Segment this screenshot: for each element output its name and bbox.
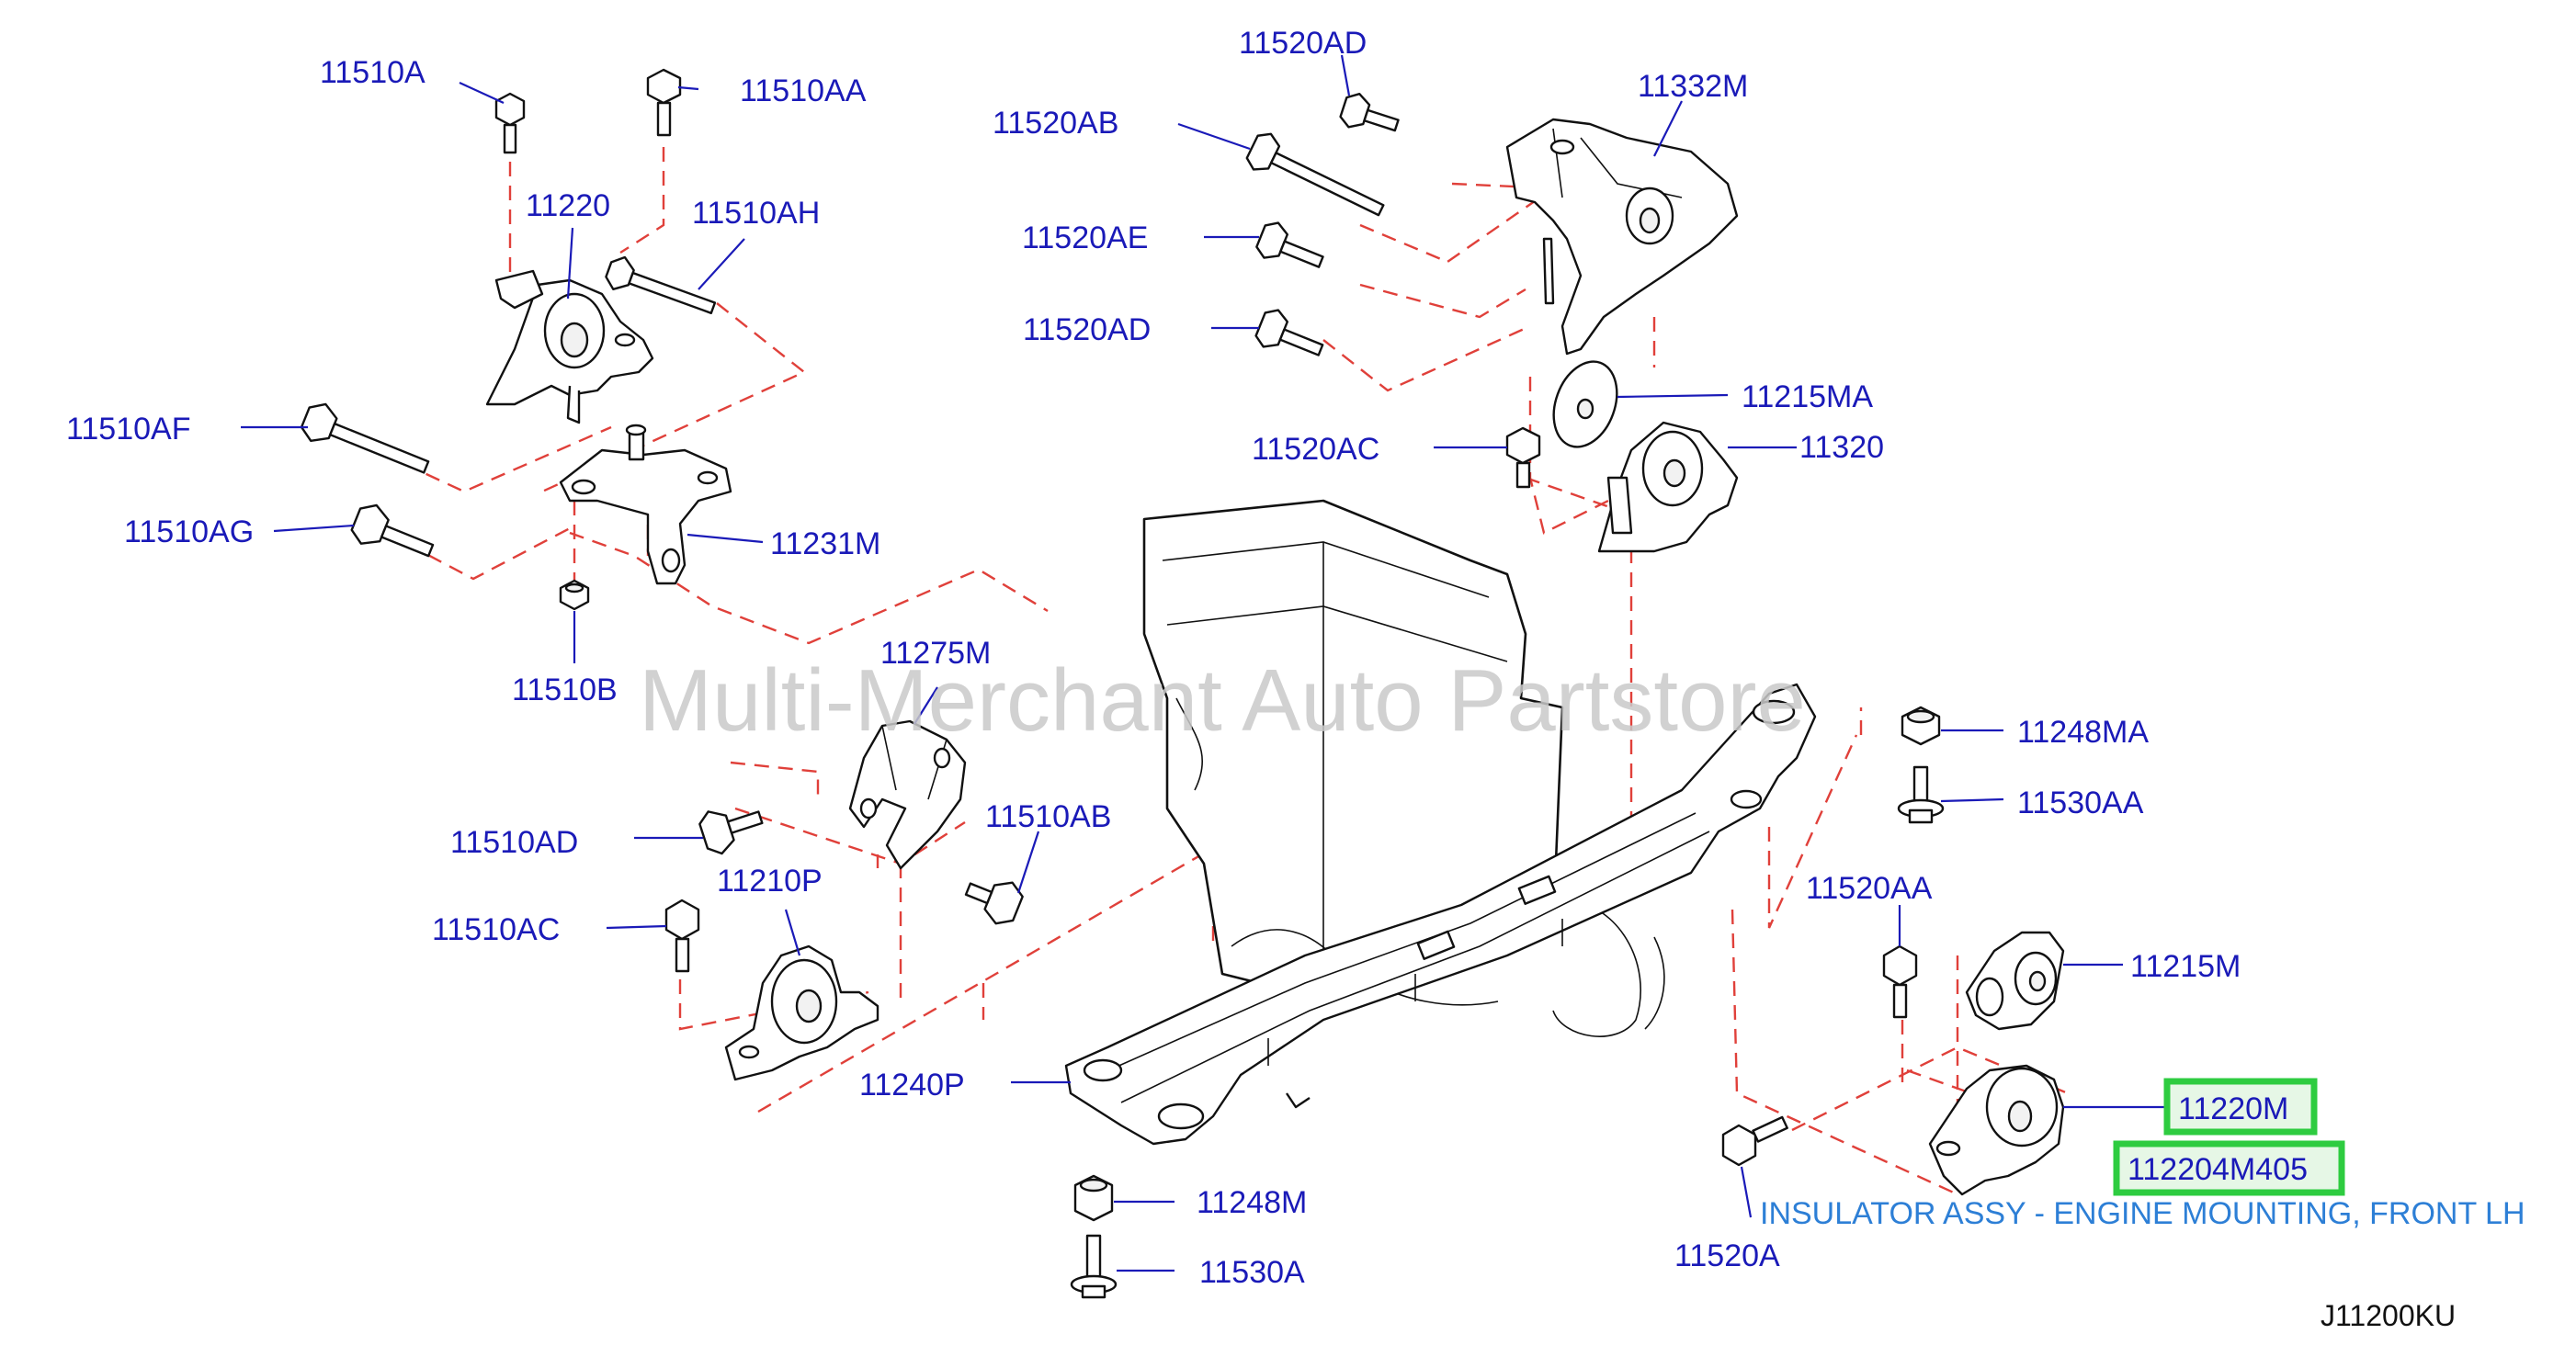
- label-11530A[interactable]: 11530A: [1199, 1255, 1305, 1290]
- part-number-112204M405[interactable]: 112204M405: [2128, 1152, 2308, 1187]
- label-11240P[interactable]: 11240P: [859, 1068, 965, 1102]
- washer-11215MA: [1552, 360, 1618, 448]
- label-11510A[interactable]: 11510A: [320, 55, 426, 90]
- label-11220[interactable]: 11220: [526, 188, 610, 223]
- label-11231M[interactable]: 11231M: [770, 526, 880, 561]
- mount-11320: [1597, 421, 1739, 553]
- highlight-box-part-number: [2113, 1140, 2345, 1196]
- insulator-11215M: [1965, 931, 2065, 1031]
- bracket-11275M: [848, 719, 967, 870]
- label-11520AD-mid[interactable]: 11520AD: [1023, 312, 1151, 347]
- label-11215M[interactable]: 11215M: [2130, 949, 2241, 984]
- label-11530AA[interactable]: 11530AA: [2017, 786, 2144, 820]
- watermark: Multi-Merchant Auto Partstore: [639, 651, 1806, 750]
- label-11510AG[interactable]: 11510AG: [124, 514, 254, 549]
- nut-11510B: [559, 579, 590, 611]
- label-11275M[interactable]: 11275M: [880, 636, 991, 671]
- label-11520AD-top[interactable]: 11520AD: [1239, 26, 1367, 61]
- label-11320[interactable]: 11320: [1799, 430, 1884, 465]
- label-11215MA[interactable]: 11215MA: [1742, 379, 1873, 414]
- label-11520AB[interactable]: 11520AB: [993, 106, 1118, 141]
- label-11510AC[interactable]: 11510AC: [432, 912, 560, 947]
- label-11332M[interactable]: 11332M: [1638, 69, 1748, 104]
- bolts: [300, 68, 1945, 1299]
- label-11510AD[interactable]: 11510AD: [450, 825, 578, 860]
- label-11520AC[interactable]: 11520AC: [1252, 432, 1379, 467]
- label-11248MA[interactable]: 11248MA: [2017, 715, 2149, 750]
- leader-lines: [241, 54, 2164, 1272]
- bracket-11332M: [1505, 118, 1739, 356]
- highlight-box-part: [2163, 1078, 2318, 1136]
- label-11520AE[interactable]: 11520AE: [1022, 220, 1148, 255]
- label-11510AB[interactable]: 11510AB: [985, 799, 1111, 834]
- label-11248M[interactable]: 11248M: [1197, 1185, 1307, 1220]
- part-description: INSULATOR ASSY - ENGINE MOUNTING, FRONT …: [1760, 1196, 2525, 1231]
- bracket-11231M: [559, 424, 732, 585]
- mount-11220M[interactable]: [1928, 1064, 2065, 1196]
- label-11520AA[interactable]: 11520AA: [1806, 871, 1933, 906]
- mount-11220: [485, 269, 654, 424]
- label-11210P[interactable]: 11210P: [717, 864, 823, 899]
- label-11220M[interactable]: 11220M: [2178, 1091, 2288, 1126]
- part-labels: 11510A 11510AA 11220 11510AH 11510AF 115…: [66, 26, 2241, 1290]
- mount-11210P: [724, 944, 879, 1081]
- label-11510AH[interactable]: 11510AH: [692, 196, 820, 231]
- label-11510B[interactable]: 11510B: [512, 673, 618, 707]
- diagram-code: J11200KU: [2321, 1299, 2456, 1332]
- highlighted-part: 11220M 112204M405 INSULATOR ASSY - ENGIN…: [1760, 1078, 2525, 1231]
- crossmember-11240P: [1064, 683, 1817, 1146]
- label-11520A[interactable]: 11520A: [1674, 1238, 1780, 1273]
- label-11510AF[interactable]: 11510AF: [66, 412, 190, 447]
- label-11510AA[interactable]: 11510AA: [740, 73, 867, 108]
